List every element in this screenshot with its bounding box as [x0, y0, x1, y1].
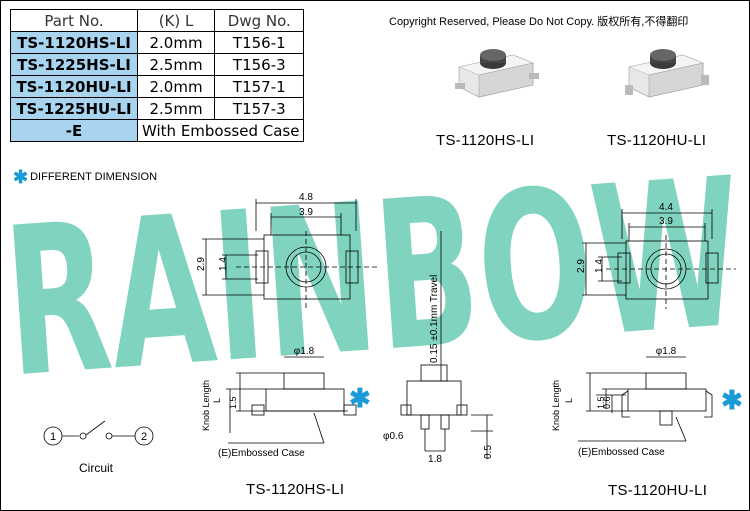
dim-hu-pad: 1.4 — [594, 259, 605, 273]
parts-table: Part No. (K) L Dwg No. TS-1120HS-LI 2.0m… — [10, 9, 305, 142]
travel-dimension: 0.15 ±0.1mm Travel — [429, 231, 442, 381]
dim-hu-15: 1.5 — [596, 396, 606, 409]
dim-hu-inner: 3.9 — [659, 216, 673, 227]
different-dimension-note: ✱DIFFERENT DIMENSION — [13, 167, 157, 188]
dim-hs-pad: 1.4 — [218, 257, 229, 271]
side-view-hu: φ1.8 Knob Length L 1.5 0.6 (E)Embossed C… — [551, 346, 713, 458]
product-label-hs: TS-1120HS-LI — [436, 132, 535, 149]
asterisk-icon: ✱ — [721, 385, 743, 415]
product-label-hu: TS-1120HU-LI — [607, 132, 707, 149]
circuit-pin-1: 1 — [50, 431, 56, 443]
table-header-row: Part No. (K) L Dwg No. — [10, 9, 305, 32]
dim-05: 0.5 — [483, 445, 494, 459]
dim-hu-06: 0.6 — [602, 396, 612, 409]
top-view-hs: 4.8 3.9 2.9 1.4 — [196, 192, 378, 309]
front-view: φ0.6 1.8 0.5 — [383, 364, 494, 464]
part-no-cell: TS-1120HU-LI — [10, 75, 138, 98]
watermark-text: RAINBOW — [1, 135, 749, 424]
length-cell: 2.5mm — [136, 53, 216, 76]
copyright-notice: Copyright Reserved, Please Do Not Copy. … — [389, 16, 689, 28]
dwg-cell: T157-1 — [214, 75, 305, 98]
part-no-cell: TS-1225HS-LI — [10, 53, 138, 76]
drawing-label-hs: TS-1120HS-LI — [246, 481, 345, 498]
drawing-label-hu: TS-1120HU-LI — [608, 482, 708, 499]
part-no-cell: TS-1120HS-LI — [10, 31, 138, 54]
option-desc-cell: With Embossed Case — [136, 119, 305, 142]
col-part-no: Part No. — [10, 9, 138, 32]
table-row: TS-1225HS-LI 2.5mm T156-3 — [10, 53, 305, 76]
switch-render-hu — [625, 49, 709, 98]
circuit-pin-2: 2 — [141, 431, 147, 443]
pin-pitch: 1.8 — [428, 454, 442, 464]
dim-hs-width: 4.8 — [299, 192, 313, 203]
length-cell: 2.0mm — [136, 31, 216, 54]
circuit-diagram: 1 2 Circuit — [43, 420, 154, 475]
col-length: (K) L — [136, 9, 216, 32]
knob-dia-hs: φ1.8 — [294, 346, 315, 357]
dwg-cell: T157-3 — [214, 97, 305, 120]
travel-text: 0.15 ±0.1mm Travel — [429, 275, 440, 363]
circuit-label: Circuit — [79, 461, 114, 475]
dim-hu-width: 4.4 — [659, 202, 673, 213]
part-no-cell: TS-1225HU-LI — [10, 97, 138, 120]
asterisk-icon: ✱ — [349, 383, 371, 413]
switch-render-hs — [455, 49, 539, 98]
embossed-hu: (E)Embossed Case — [578, 447, 665, 458]
table-row: -E With Embossed Case — [10, 119, 305, 142]
different-dimension-text: DIFFERENT DIMENSION — [30, 171, 158, 183]
option-code-cell: -E — [10, 119, 138, 142]
dim-hs-height: 2.9 — [196, 257, 207, 271]
length-cell: 2.5mm — [136, 97, 216, 120]
table-row: TS-1120HS-LI 2.0mm T156-1 — [10, 31, 305, 54]
asterisk-icon: ✱ — [13, 167, 29, 187]
dwg-cell: T156-1 — [214, 31, 305, 54]
l-label-hu: L — [564, 398, 574, 403]
table-row: TS-1225HU-LI 2.5mm T157-3 — [10, 97, 305, 120]
dim-hu-height: 2.9 — [576, 259, 587, 273]
dim-hs-15: 1.5 — [228, 396, 238, 409]
side-view-hs: φ1.8 Knob Length L 1.5 (E)Embossed Case — [201, 346, 357, 459]
col-dwg-no: Dwg No. — [214, 9, 305, 32]
knob-dia-hu: φ1.8 — [656, 346, 677, 357]
knob-length-hs: Knob Length — [201, 380, 211, 431]
table-row: TS-1120HU-LI 2.0mm T157-1 — [10, 75, 305, 98]
top-view-hu: 4.4 3.9 2.9 1.4 — [576, 202, 736, 309]
length-cell: 2.0mm — [136, 75, 216, 98]
l-label-hs: L — [212, 398, 222, 403]
dim-hs-inner: 3.9 — [299, 207, 313, 218]
embossed-hs: (E)Embossed Case — [218, 448, 305, 459]
dwg-cell: T156-3 — [214, 53, 305, 76]
pin-dia: φ0.6 — [383, 431, 404, 442]
knob-length-hu: Knob Length — [551, 380, 561, 431]
